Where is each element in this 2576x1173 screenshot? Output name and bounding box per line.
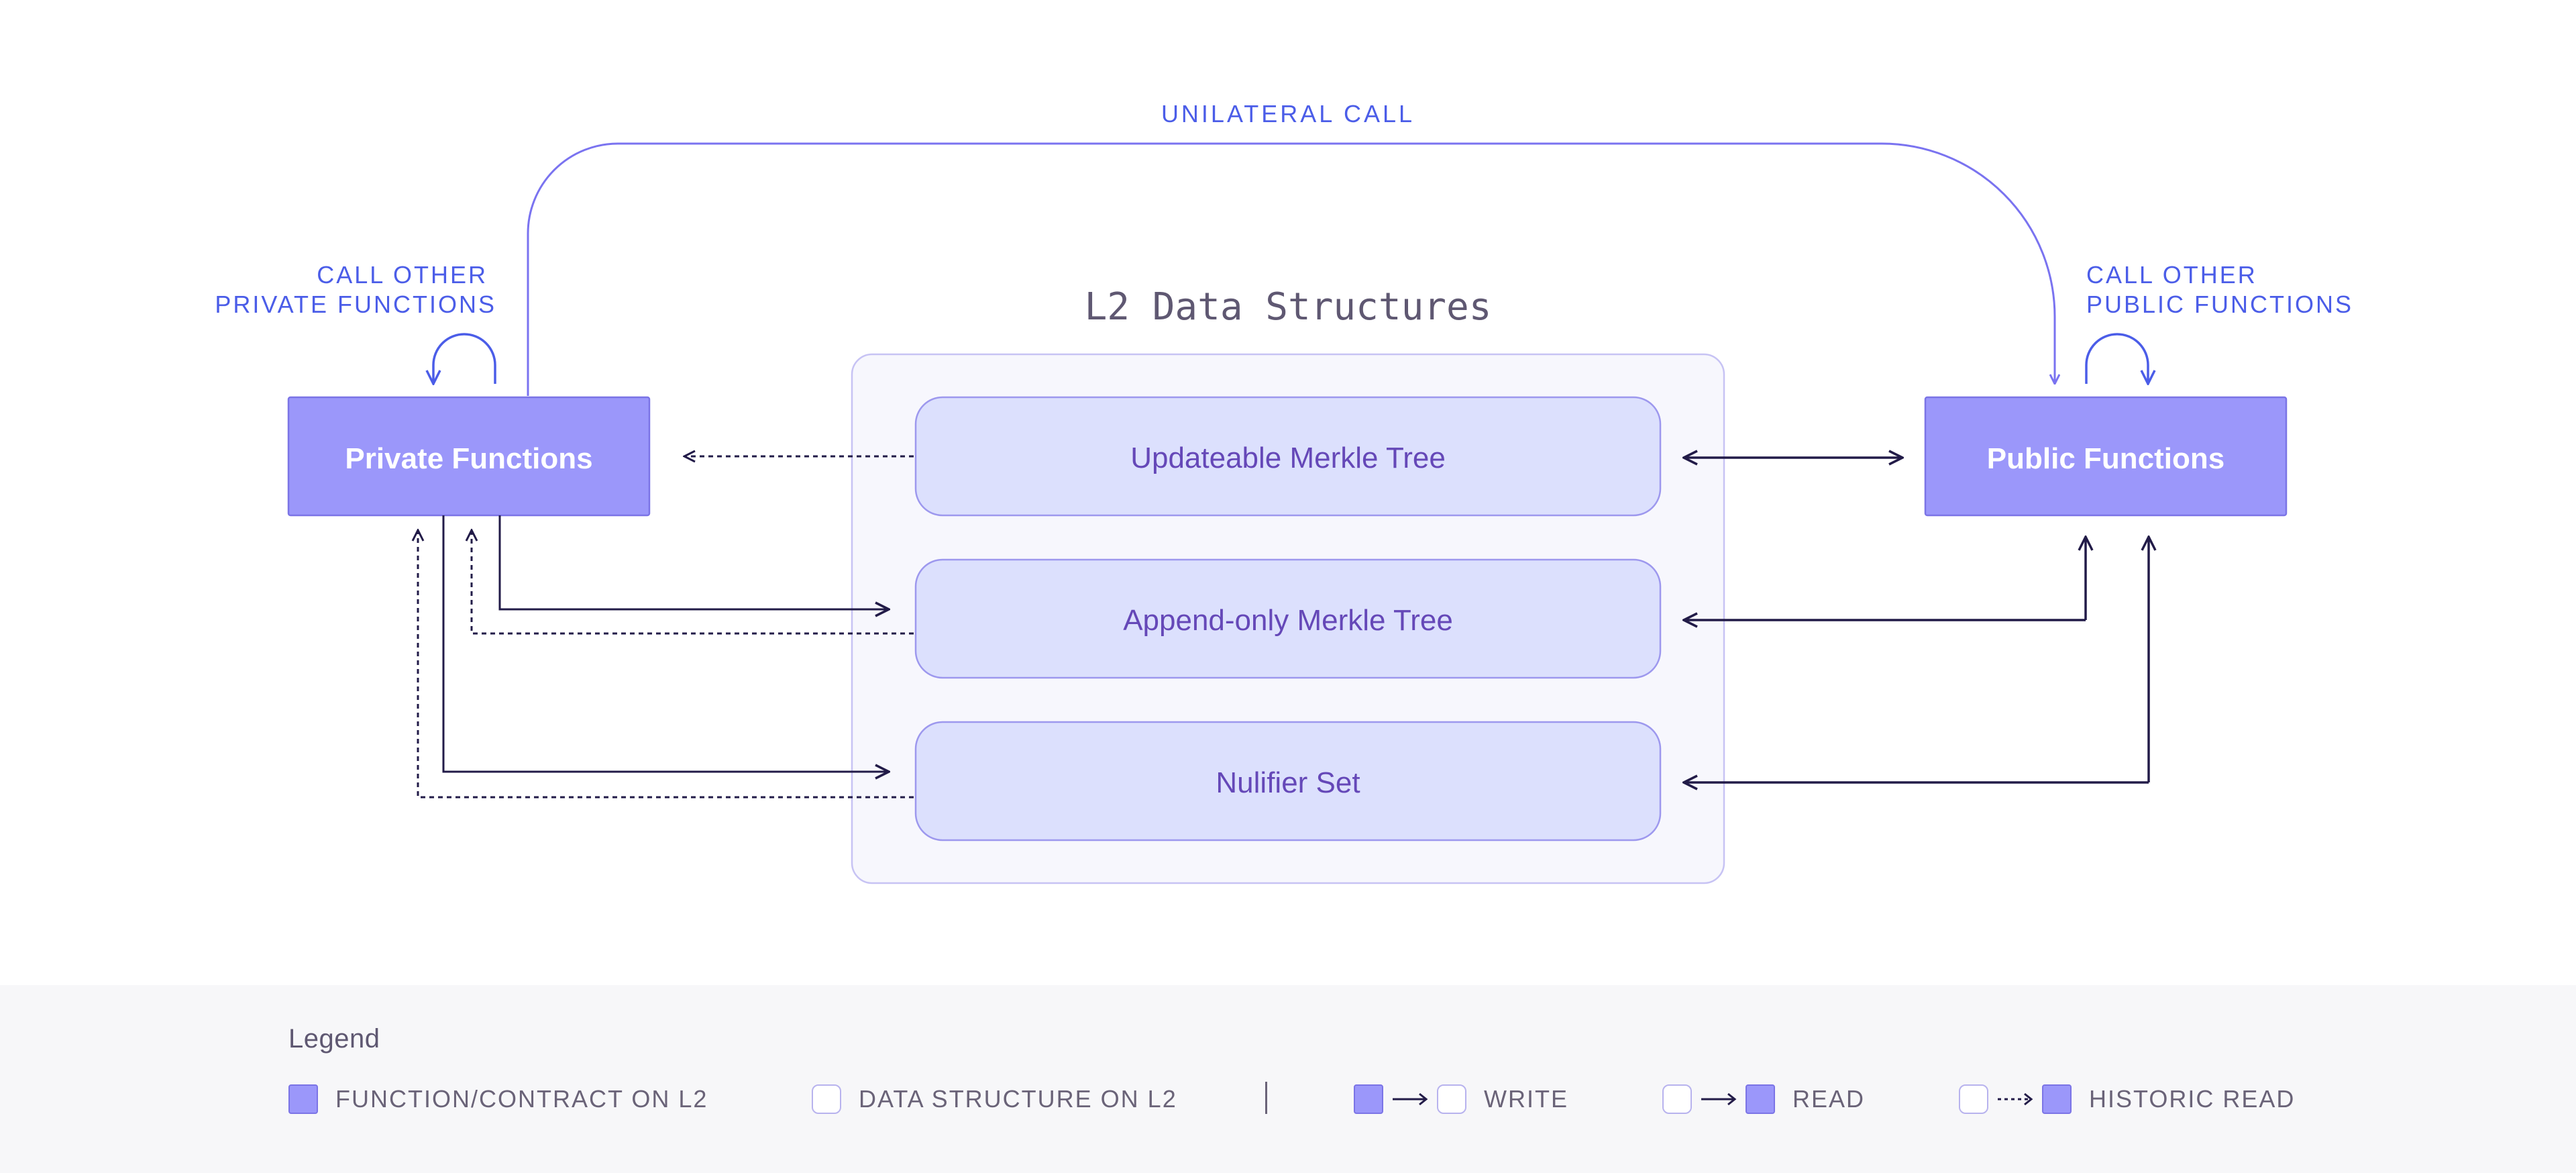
private-functions-box: Private Functions	[287, 396, 651, 517]
legend-write: WRITE	[1354, 1082, 1568, 1117]
legend-write-label: WRITE	[1484, 1085, 1568, 1113]
legend-data-structure-label: DATA STRUCTURE ON L2	[859, 1085, 1177, 1113]
nulifier-set-label: Nulifier Set	[1216, 766, 1360, 799]
function-swatch-icon	[2042, 1084, 2072, 1114]
legend-divider	[1265, 1082, 1267, 1114]
legend-panel	[0, 985, 2576, 1173]
data-structure-swatch-icon	[1437, 1084, 1466, 1114]
private-self-call-label: CALL OTHER PRIVATE FUNCTIONS	[215, 261, 496, 318]
append-only-merkle-tree-box: Append-only Merkle Tree	[914, 558, 1662, 679]
legend-historic-read-label: HISTORIC READ	[2089, 1085, 2296, 1113]
legend-data-structure: DATA STRUCTURE ON L2	[812, 1082, 1177, 1117]
function-swatch-icon	[1354, 1084, 1383, 1114]
legend-title: Legend	[288, 1024, 380, 1054]
public-functions-label: Public Functions	[1987, 442, 2224, 475]
public-self-call-loop	[2085, 333, 2148, 384]
private-functions-label: Private Functions	[345, 442, 592, 475]
data-structure-swatch-icon	[812, 1084, 841, 1114]
data-structure-swatch-icon	[1662, 1084, 1692, 1114]
data-structure-swatch-icon	[1959, 1084, 1988, 1114]
unilateral-call-label: UNILATERAL CALL	[1161, 100, 1415, 128]
function-swatch-icon	[288, 1084, 318, 1114]
nulifier-set-box: Nulifier Set	[914, 721, 1662, 842]
legend-read: READ	[1662, 1082, 1865, 1117]
function-swatch-icon	[1746, 1084, 1775, 1114]
dotted-arrow-icon	[1998, 1092, 2033, 1106]
private-self-call-loop	[433, 333, 496, 384]
legend-function-contract: FUNCTION/CONTRACT ON L2	[288, 1082, 708, 1117]
public-self-call-label: CALL OTHER PUBLIC FUNCTIONS	[2086, 261, 2353, 318]
updateable-merkle-tree-label: Updateable Merkle Tree	[1130, 442, 1446, 474]
data-structures-title: L2 Data Structures	[1085, 285, 1492, 329]
legend-historic-read: HISTORIC READ	[1959, 1082, 2295, 1117]
private-write-append-only	[498, 515, 889, 609]
unilateral-call-line	[527, 142, 2055, 396]
append-only-merkle-tree-label: Append-only Merkle Tree	[1123, 604, 1453, 637]
historic-read-nulifier-to-private	[418, 530, 914, 799]
architecture-diagram: UNILATERAL CALL CALL OTHER PRIVATE FUNCT…	[215, 100, 2353, 884]
private-write-nulifier	[442, 515, 889, 772]
historic-read-append-only-to-private	[472, 530, 914, 635]
updateable-merkle-tree-box: Updateable Merkle Tree	[914, 396, 1662, 517]
legend-read-label: READ	[1792, 1085, 1866, 1113]
legend-function-label: FUNCTION/CONTRACT ON L2	[335, 1085, 708, 1113]
solid-arrow-icon	[1393, 1092, 1428, 1106]
public-functions-box: Public Functions	[1924, 396, 2288, 517]
solid-arrow-icon	[1701, 1092, 1737, 1106]
